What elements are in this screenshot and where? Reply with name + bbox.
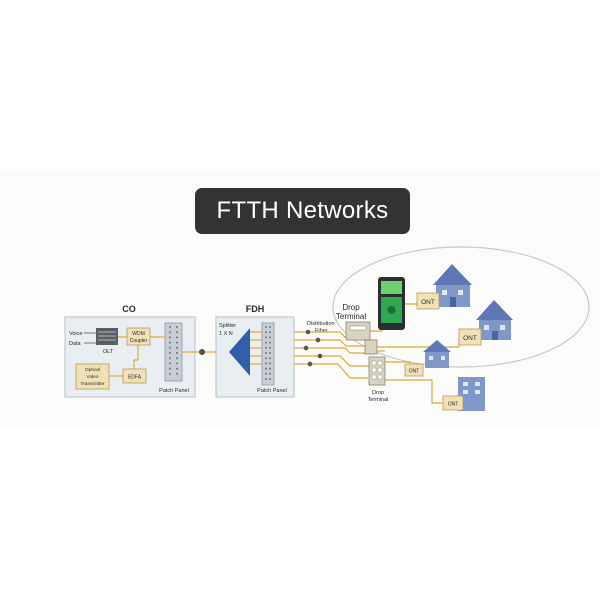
connector-icon xyxy=(199,349,205,355)
co-block: CO Voice Data OLT WDM Coupler Optical Vi… xyxy=(64,304,196,398)
drop-terminal-top: Drop Terminal xyxy=(336,303,378,355)
olt-device: OLT xyxy=(96,328,118,355)
voice-label: Voice xyxy=(69,331,82,337)
panel-port xyxy=(269,336,271,339)
panel-port xyxy=(176,367,178,370)
panel-port xyxy=(169,357,171,360)
ont-label-3: ONT xyxy=(409,369,420,375)
wdm-label-1: WDM xyxy=(132,331,145,337)
optical-label-2: Video xyxy=(86,374,99,380)
panel-port xyxy=(265,341,267,344)
panel-port xyxy=(265,336,267,339)
panel-port xyxy=(169,346,171,349)
panel-port xyxy=(269,326,271,328)
fdh-block: FDH Splitter 1 X N Patch Panel xyxy=(215,304,295,398)
panel-port xyxy=(265,346,267,349)
ont-device-1: ONT xyxy=(416,292,440,310)
panel-port xyxy=(176,357,178,360)
panel-port xyxy=(265,331,267,334)
distribution-label-2: Fiber xyxy=(315,328,328,334)
panel-port xyxy=(176,336,178,339)
edfa-label: EDFA xyxy=(128,375,142,381)
drop-terminal-top-label-1: Drop xyxy=(342,303,360,312)
data-label: Data xyxy=(69,341,82,347)
panel-port xyxy=(269,346,271,349)
panel-port xyxy=(265,352,267,354)
fdh-heading: FDH xyxy=(246,304,265,314)
panel-port xyxy=(169,352,171,354)
panel-port xyxy=(176,341,178,344)
panel-port xyxy=(169,367,171,370)
drop-terminal-top-label-2: Terminal xyxy=(336,312,366,321)
panel-port xyxy=(176,372,178,375)
panel-port xyxy=(269,331,271,334)
optical-label-3: Transmitter xyxy=(80,381,104,387)
panel-port xyxy=(269,352,271,354)
house-icon xyxy=(476,300,513,340)
drop-terminal-bottom-label-1: Drop xyxy=(372,390,384,396)
ont-label-4: ONT xyxy=(448,402,459,408)
fdh-patch-panel: Patch Panel xyxy=(257,322,287,394)
page-title: FTTH Networks xyxy=(195,188,410,234)
drop-terminal-bottom: Drop Terminal xyxy=(368,356,389,403)
ont-device-4: ONT xyxy=(442,395,464,411)
panel-port xyxy=(269,372,271,375)
drop-terminal-bottom-label-2: Terminal xyxy=(368,397,389,403)
panel-port xyxy=(269,357,271,360)
panel-port xyxy=(265,362,267,365)
ont-label-2: ONT xyxy=(463,335,477,342)
wdm-label-2: Coupler xyxy=(130,338,148,344)
house-icon xyxy=(423,340,451,368)
subscriber-area-ellipse xyxy=(332,246,590,368)
splitter-icon xyxy=(229,328,250,376)
panel-port xyxy=(265,378,267,380)
edfa: EDFA xyxy=(122,368,147,384)
panel-port xyxy=(169,326,171,328)
panel-port xyxy=(269,378,271,380)
splitter-label-1: Splitter xyxy=(219,323,236,329)
ont-device-2: ONT xyxy=(458,328,482,346)
splice-icons xyxy=(303,329,323,367)
panel-port xyxy=(169,331,171,334)
panel-port xyxy=(176,326,178,328)
panel-port xyxy=(269,367,271,370)
panel-port xyxy=(176,346,178,349)
olt-label: OLT xyxy=(103,349,114,355)
panel-port xyxy=(176,362,178,365)
panel-port xyxy=(265,357,267,360)
panel-port xyxy=(269,341,271,344)
panel-port xyxy=(176,331,178,334)
ont-label-1: ONT xyxy=(421,299,435,306)
panel-port xyxy=(265,326,267,328)
panel-port xyxy=(176,352,178,354)
ont-device-3: ONT xyxy=(404,363,424,377)
co-patch-panel: Patch Panel xyxy=(159,322,189,394)
panel-port xyxy=(265,372,267,375)
fdh-patch-panel-label: Patch Panel xyxy=(257,388,287,394)
optical-meter-icon xyxy=(378,277,405,330)
wdm-coupler: WDM Coupler xyxy=(126,327,151,346)
co-heading: CO xyxy=(122,304,136,314)
co-patch-panel-label: Patch Panel xyxy=(159,388,189,394)
optical-label-1: Optical xyxy=(85,367,100,373)
panel-port xyxy=(265,367,267,370)
panel-port xyxy=(169,362,171,365)
panel-port xyxy=(169,372,171,375)
panel-port xyxy=(269,362,271,365)
splitter-label-2: 1 X N xyxy=(219,331,233,337)
panel-port xyxy=(169,336,171,339)
distribution-label-1: Distribution xyxy=(307,321,335,327)
panel-port xyxy=(169,341,171,344)
optical-video-transmitter: Optical Video Transmitter xyxy=(75,363,110,390)
house-icon xyxy=(433,264,472,307)
